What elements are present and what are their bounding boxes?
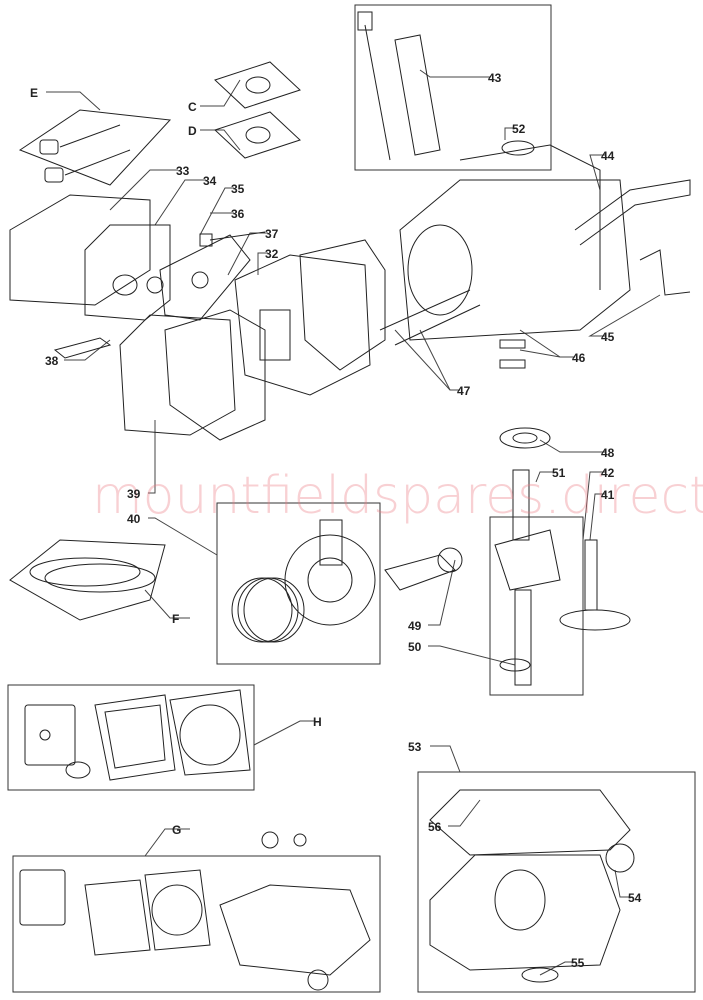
callout-45[interactable]: 45 (601, 330, 615, 344)
callout-H[interactable]: H (313, 715, 322, 729)
kit-box-G (12, 855, 381, 993)
kit-box-53 (417, 771, 696, 993)
callout-35[interactable]: 35 (231, 182, 245, 196)
callout-36[interactable]: 36 (231, 207, 245, 221)
callout-53[interactable]: 53 (408, 740, 422, 754)
callout-49[interactable]: 49 (408, 619, 422, 633)
callout-55[interactable]: 55 (571, 956, 585, 970)
callout-42[interactable]: 42 (601, 466, 615, 480)
kit-box-42 (489, 516, 584, 696)
callout-39[interactable]: 39 (127, 487, 141, 501)
callout-41[interactable]: 41 (601, 488, 615, 502)
callout-43[interactable]: 43 (488, 71, 502, 85)
callout-38[interactable]: 38 (45, 354, 59, 368)
kit-box-40 (216, 502, 381, 665)
kit-box-H (7, 684, 255, 791)
callout-44[interactable]: 44 (601, 149, 615, 163)
callout-51[interactable]: 51 (552, 466, 566, 480)
callout-32[interactable]: 32 (265, 247, 279, 261)
callout-50[interactable]: 50 (408, 640, 422, 654)
callout-E[interactable]: E (30, 86, 39, 100)
callout-48[interactable]: 48 (601, 446, 615, 460)
callout-D[interactable]: D (188, 124, 197, 138)
callout-54[interactable]: 54 (628, 891, 642, 905)
callout-C[interactable]: C (188, 100, 197, 114)
callout-47[interactable]: 47 (457, 384, 471, 398)
callout-33[interactable]: 33 (176, 164, 190, 178)
callout-56[interactable]: 56 (428, 820, 442, 834)
callout-37[interactable]: 37 (265, 227, 279, 241)
callout-46[interactable]: 46 (572, 351, 586, 365)
callout-52[interactable]: 52 (512, 122, 526, 136)
callout-40[interactable]: 40 (127, 512, 141, 526)
kit-box-43 (354, 4, 552, 171)
callout-F[interactable]: F (172, 612, 180, 626)
callout-G[interactable]: G (172, 823, 182, 837)
callout-34[interactable]: 34 (203, 174, 217, 188)
